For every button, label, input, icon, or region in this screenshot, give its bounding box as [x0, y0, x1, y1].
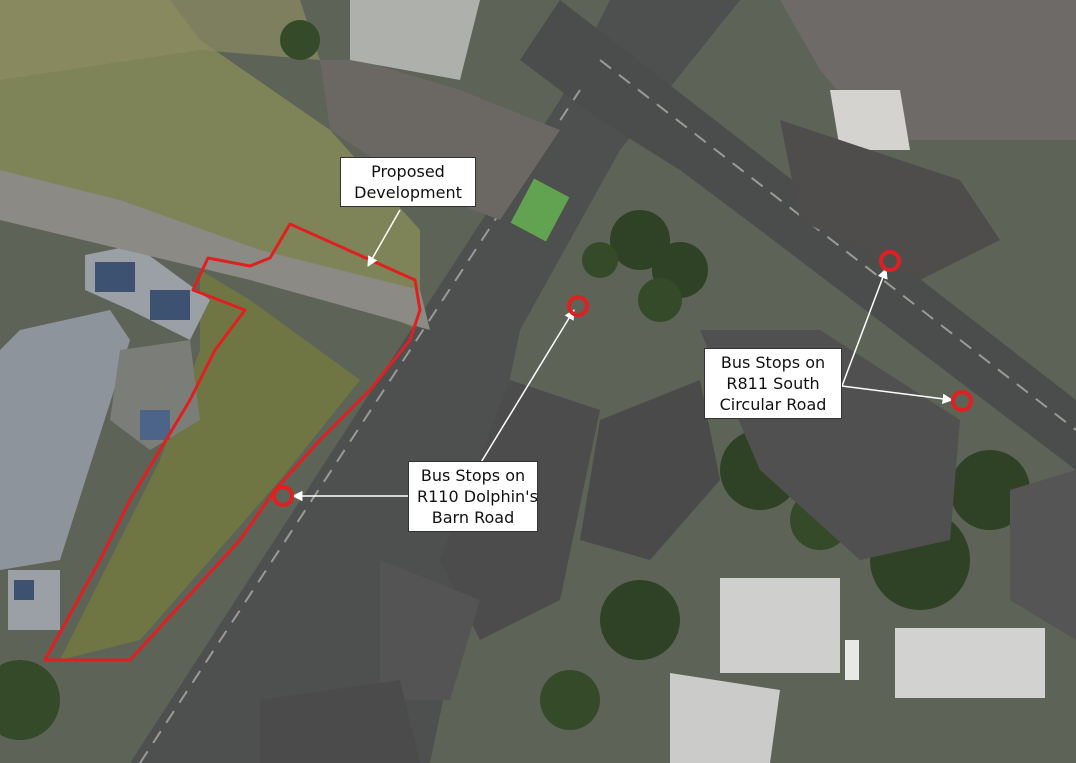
label-proposed-development: Proposed Development: [340, 157, 476, 207]
bus-stop-marker-r110-north: [567, 295, 589, 317]
bus-stop-markers: [272, 250, 973, 507]
label-bus-stops-r110: Bus Stops on R110 Dolphin's Barn Road: [408, 461, 538, 532]
label-line: R811 South: [726, 374, 820, 393]
site-grass: [60, 270, 360, 660]
open-field: [0, 0, 420, 330]
label-line: R110 Dolphin's: [417, 487, 538, 506]
label-line: Barn Road: [431, 508, 515, 527]
label-line: Circular Road: [719, 395, 827, 414]
label-line: Proposed: [371, 162, 445, 181]
bus-stop-marker-r811-west: [879, 250, 901, 272]
bus-stop-marker-r110-south: [272, 485, 294, 507]
label-bus-stops-r811: Bus Stops on R811 South Circular Road: [704, 348, 842, 419]
label-line: Bus Stops on: [420, 466, 526, 485]
leader-lines: [291, 209, 954, 502]
school-buildings: [0, 245, 210, 630]
bus-stop-marker-r811-east: [951, 390, 973, 412]
label-line: Development: [354, 183, 462, 202]
label-line: Bus Stops on: [720, 353, 826, 372]
